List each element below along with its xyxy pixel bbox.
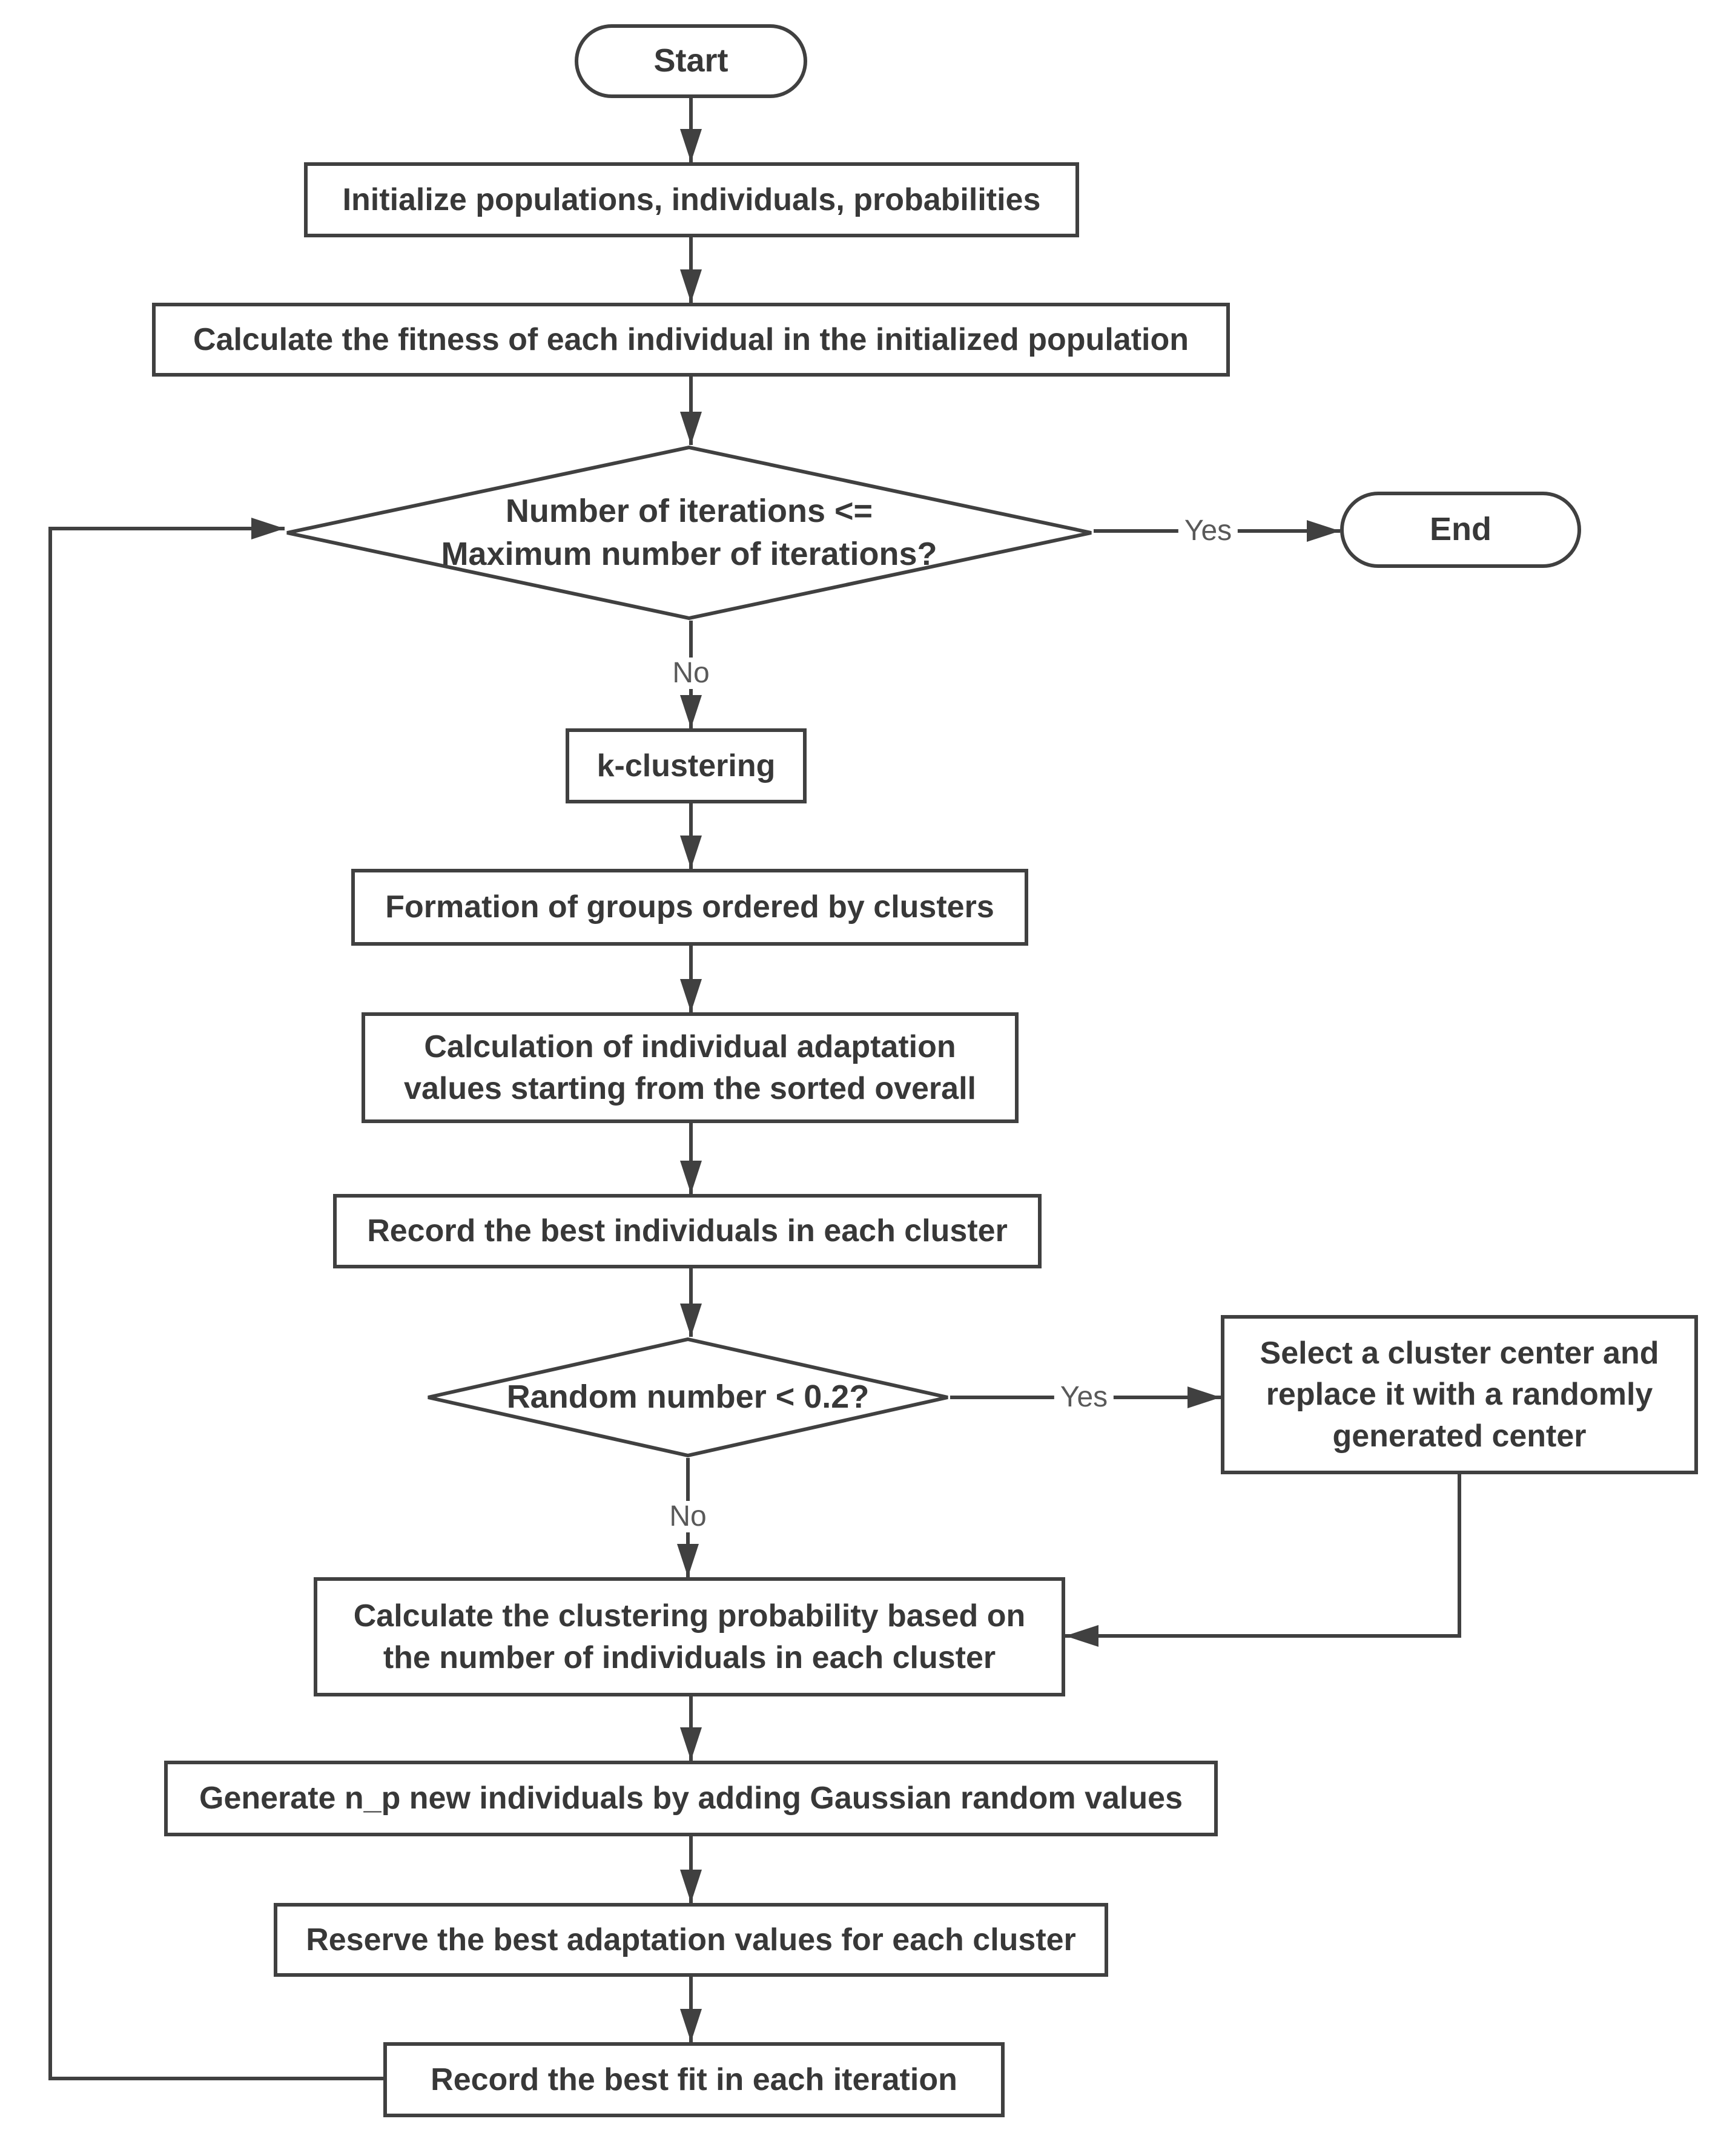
start-node: Start <box>575 24 807 98</box>
random-check-decision: Random number < 0.2? <box>426 1337 950 1458</box>
select-cluster-center-label: Select a cluster center and replace it w… <box>1260 1335 1659 1454</box>
start-node-label: Start <box>653 42 728 79</box>
clustering-probability-label: Calculate the clustering probability bas… <box>353 1598 1026 1675</box>
iteration-check-decision: Number of iterations <= Maximum number o… <box>285 445 1094 621</box>
record-best-individuals-label: Record the best individuals in each clus… <box>367 1213 1008 1249</box>
initialize-populations-node: Initialize populations, individuals, pro… <box>304 162 1079 237</box>
adaptation-values-label: Calculation of individual adaptation val… <box>404 1029 976 1106</box>
record-best-fit-node: Record the best fit in each iteration <box>383 2042 1005 2117</box>
reserve-best-values-label: Reserve the best adaptation values for e… <box>306 1922 1076 1957</box>
generate-individuals-label: Generate n_p new individuals by adding G… <box>199 1781 1183 1816</box>
edge-label-iteration-no: No <box>666 658 716 689</box>
generate-individuals-node: Generate n_p new individuals by adding G… <box>164 1761 1218 1836</box>
calculate-fitness-node: Calculate the fitness of each individual… <box>152 303 1230 377</box>
random-check-diamond-shape <box>428 1337 948 1458</box>
edge-loop-record-fit-to-iteration-check <box>48 518 383 2080</box>
adaptation-values-node: Calculation of individual adaptation val… <box>362 1012 1019 1123</box>
select-cluster-center-node: Select a cluster center and replace it w… <box>1221 1315 1698 1474</box>
k-clustering-label: k-clustering <box>596 748 776 783</box>
edge-label-random-no: No <box>663 1501 713 1532</box>
record-best-individuals-node: Record the best individuals in each clus… <box>333 1194 1042 1268</box>
formation-groups-node: Formation of groups ordered by clusters <box>351 869 1028 946</box>
iteration-check-diamond-shape <box>286 445 1092 621</box>
edge-select-center-to-probability <box>1065 1474 1461 1647</box>
record-best-fit-label: Record the best fit in each iteration <box>431 2062 957 2097</box>
k-clustering-node: k-clustering <box>566 728 807 803</box>
initialize-populations-label: Initialize populations, individuals, pro… <box>342 182 1041 217</box>
formation-groups-label: Formation of groups ordered by clusters <box>385 889 994 925</box>
reserve-best-values-node: Reserve the best adaptation values for e… <box>274 1903 1108 1977</box>
edge-label-random-yes: Yes <box>1054 1382 1114 1413</box>
edge-label-iteration-yes: Yes <box>1178 515 1238 547</box>
iteration-check-label: Number of iterations <= Maximum number o… <box>441 492 937 572</box>
clustering-probability-node: Calculate the clustering probability bas… <box>314 1577 1065 1696</box>
end-node-label: End <box>1430 511 1491 548</box>
random-check-label: Random number < 0.2? <box>506 1379 870 1416</box>
calculate-fitness-label: Calculate the fitness of each individual… <box>193 321 1189 357</box>
end-node: End <box>1340 492 1581 568</box>
